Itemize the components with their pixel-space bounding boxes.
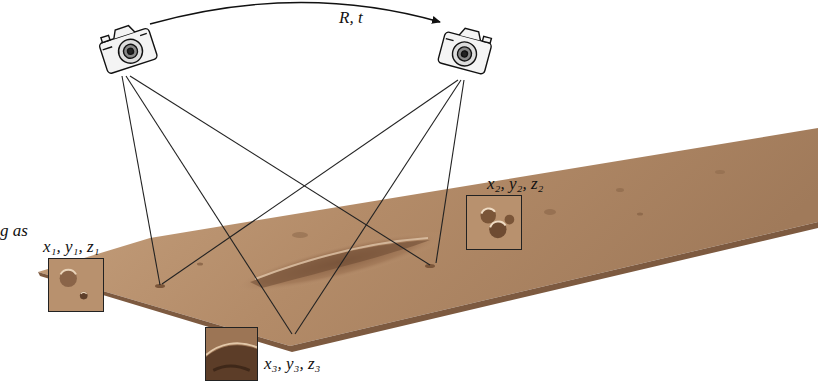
terrain-inset: x₁, y₁, z₁: [48, 258, 104, 312]
point-coordinates: x₂, y₂, z₂: [487, 175, 543, 194]
cut-text: g as: [0, 222, 28, 241]
viewing-rays: [122, 76, 464, 334]
camera-icon: [437, 24, 494, 75]
camera-icon: [96, 20, 158, 74]
crater-image: [467, 196, 521, 249]
crater-image: [49, 259, 103, 311]
terrain-inset: x₃, y₃, z₃: [205, 327, 258, 381]
point-coordinates: x₃, y₃, z₃: [264, 355, 320, 374]
terrain-inset: x₂, y₂, z₂: [466, 195, 522, 250]
motion-label: R, t: [339, 9, 363, 28]
mars-terrain: [38, 128, 818, 352]
crater-image: [206, 328, 257, 380]
point-coordinates: x₁, y₁, z₁: [43, 238, 99, 257]
motion-arc: [150, 2, 440, 24]
